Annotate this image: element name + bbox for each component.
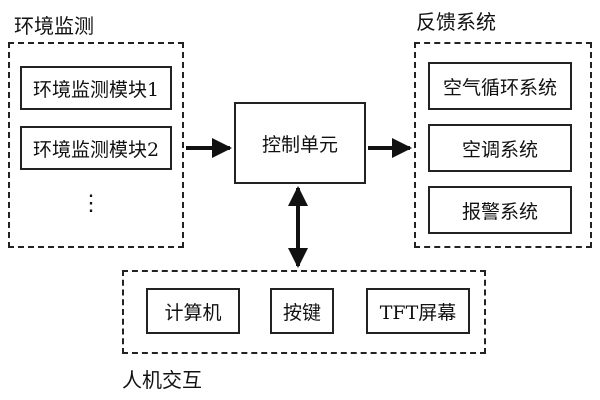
environment-group-title: 环境监测: [14, 14, 94, 38]
hci-computer: 计算机: [146, 288, 240, 334]
hci-keys: 按键: [270, 288, 334, 334]
environment-module-2: 环境监测模块2: [20, 126, 172, 170]
hci-tft-screen: TFT屏幕: [366, 288, 470, 334]
environment-module-1: 环境监测模块1: [20, 66, 172, 110]
feedback-alarm: 报警系统: [428, 186, 572, 234]
hci-group-box: [122, 270, 486, 354]
environment-group-box: [8, 42, 184, 248]
feedback-air-conditioning: 空调系统: [428, 124, 572, 172]
feedback-group-title: 反馈系统: [416, 10, 496, 34]
hci-group-title: 人机交互: [122, 368, 202, 392]
feedback-air-circulation: 空气循环系统: [428, 62, 572, 110]
control-unit-box: 控制单元: [234, 102, 366, 184]
feedback-group-box: [414, 42, 592, 248]
